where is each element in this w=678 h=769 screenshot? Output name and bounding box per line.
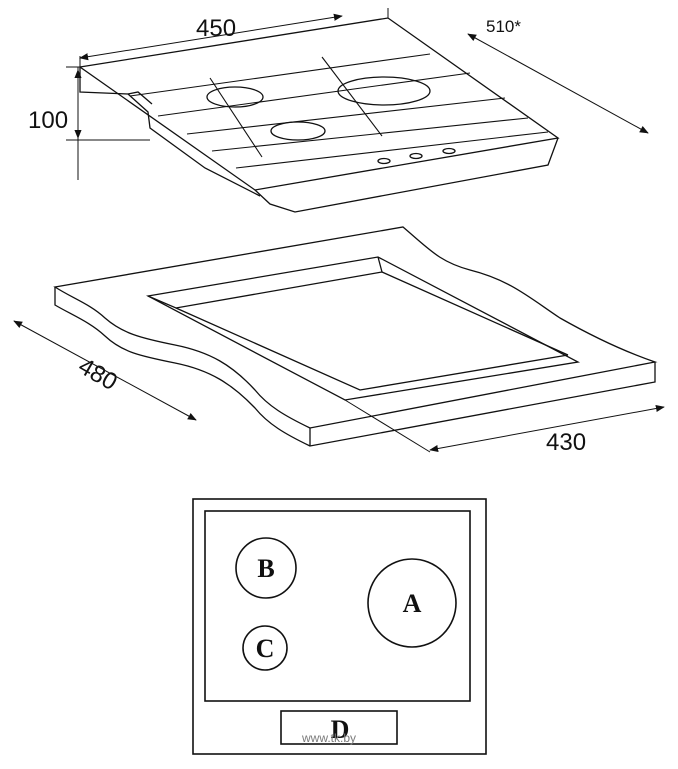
burner-a-label: A — [403, 589, 422, 618]
burner-large-icon — [337, 76, 431, 106]
hob-depth-label: 510* — [486, 17, 521, 36]
watermark-text: www.tk.by — [301, 731, 356, 745]
hob-isometric — [78, 17, 560, 213]
burner-c-icon — [242, 625, 288, 671]
hob-dimension-lines — [66, 8, 649, 180]
worktop-edge — [54, 287, 656, 447]
burner-b-icon — [235, 537, 297, 599]
cutout-depth-label: 480 — [74, 353, 122, 396]
hob-height-label: 100 — [28, 107, 68, 134]
burner-medium-icon — [206, 86, 264, 108]
burner-layout: A B C D — [192, 498, 487, 755]
knob-icon — [409, 152, 423, 160]
control-panel-label: D — [331, 715, 350, 744]
burner-a-icon — [367, 558, 457, 648]
knob-icon — [377, 157, 391, 165]
hob-body-front — [254, 137, 559, 213]
burner-c-label: C — [256, 634, 275, 663]
cutout-width-label: 430 — [546, 429, 586, 456]
cooking-surface — [204, 510, 471, 702]
cutout-opening — [146, 256, 581, 401]
cutout-dimension-lines — [13, 320, 665, 453]
knob-icon — [442, 147, 456, 155]
control-panel — [280, 710, 398, 745]
pan-support-lines — [129, 53, 549, 169]
burner-b-label: B — [257, 554, 274, 583]
hob-width-label: 450 — [196, 15, 236, 42]
layout-frame — [192, 498, 487, 755]
burner-small-icon — [270, 121, 326, 141]
hob-body-left — [79, 67, 261, 197]
worktop-cutout — [53, 226, 658, 447]
